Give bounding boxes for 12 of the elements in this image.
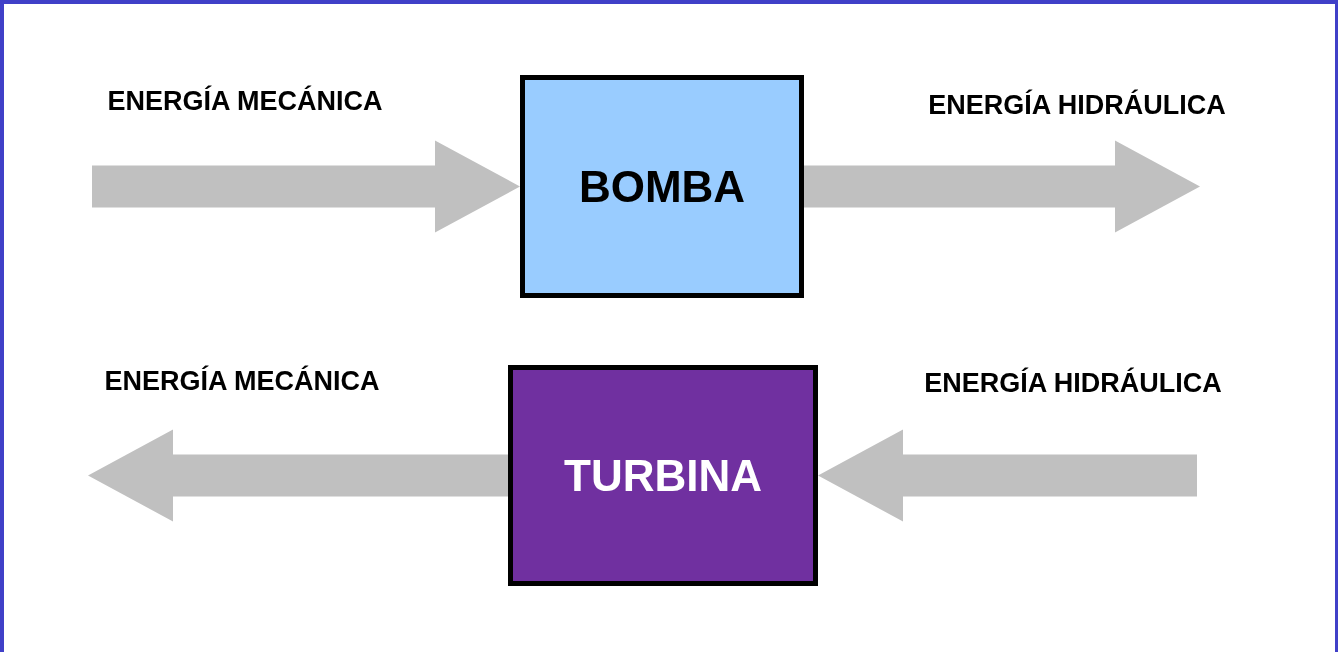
box-label: BOMBA (578, 161, 746, 212)
box-label: TURBINA (564, 450, 762, 501)
block-arrow (804, 140, 1200, 233)
process-box (508, 365, 818, 586)
edge-label: ENERGÍA HIDRÁULICA (928, 90, 1226, 121)
block-arrow (818, 429, 1197, 522)
edge-label: ENERGÍA HIDRÁULICA (924, 368, 1222, 399)
edge-label: ENERGÍA MECÁNICA (107, 86, 383, 117)
block-arrow (92, 140, 520, 233)
process-box (520, 75, 804, 298)
edge-label: ENERGÍA MECÁNICA (104, 366, 380, 397)
block-arrow (88, 429, 508, 522)
